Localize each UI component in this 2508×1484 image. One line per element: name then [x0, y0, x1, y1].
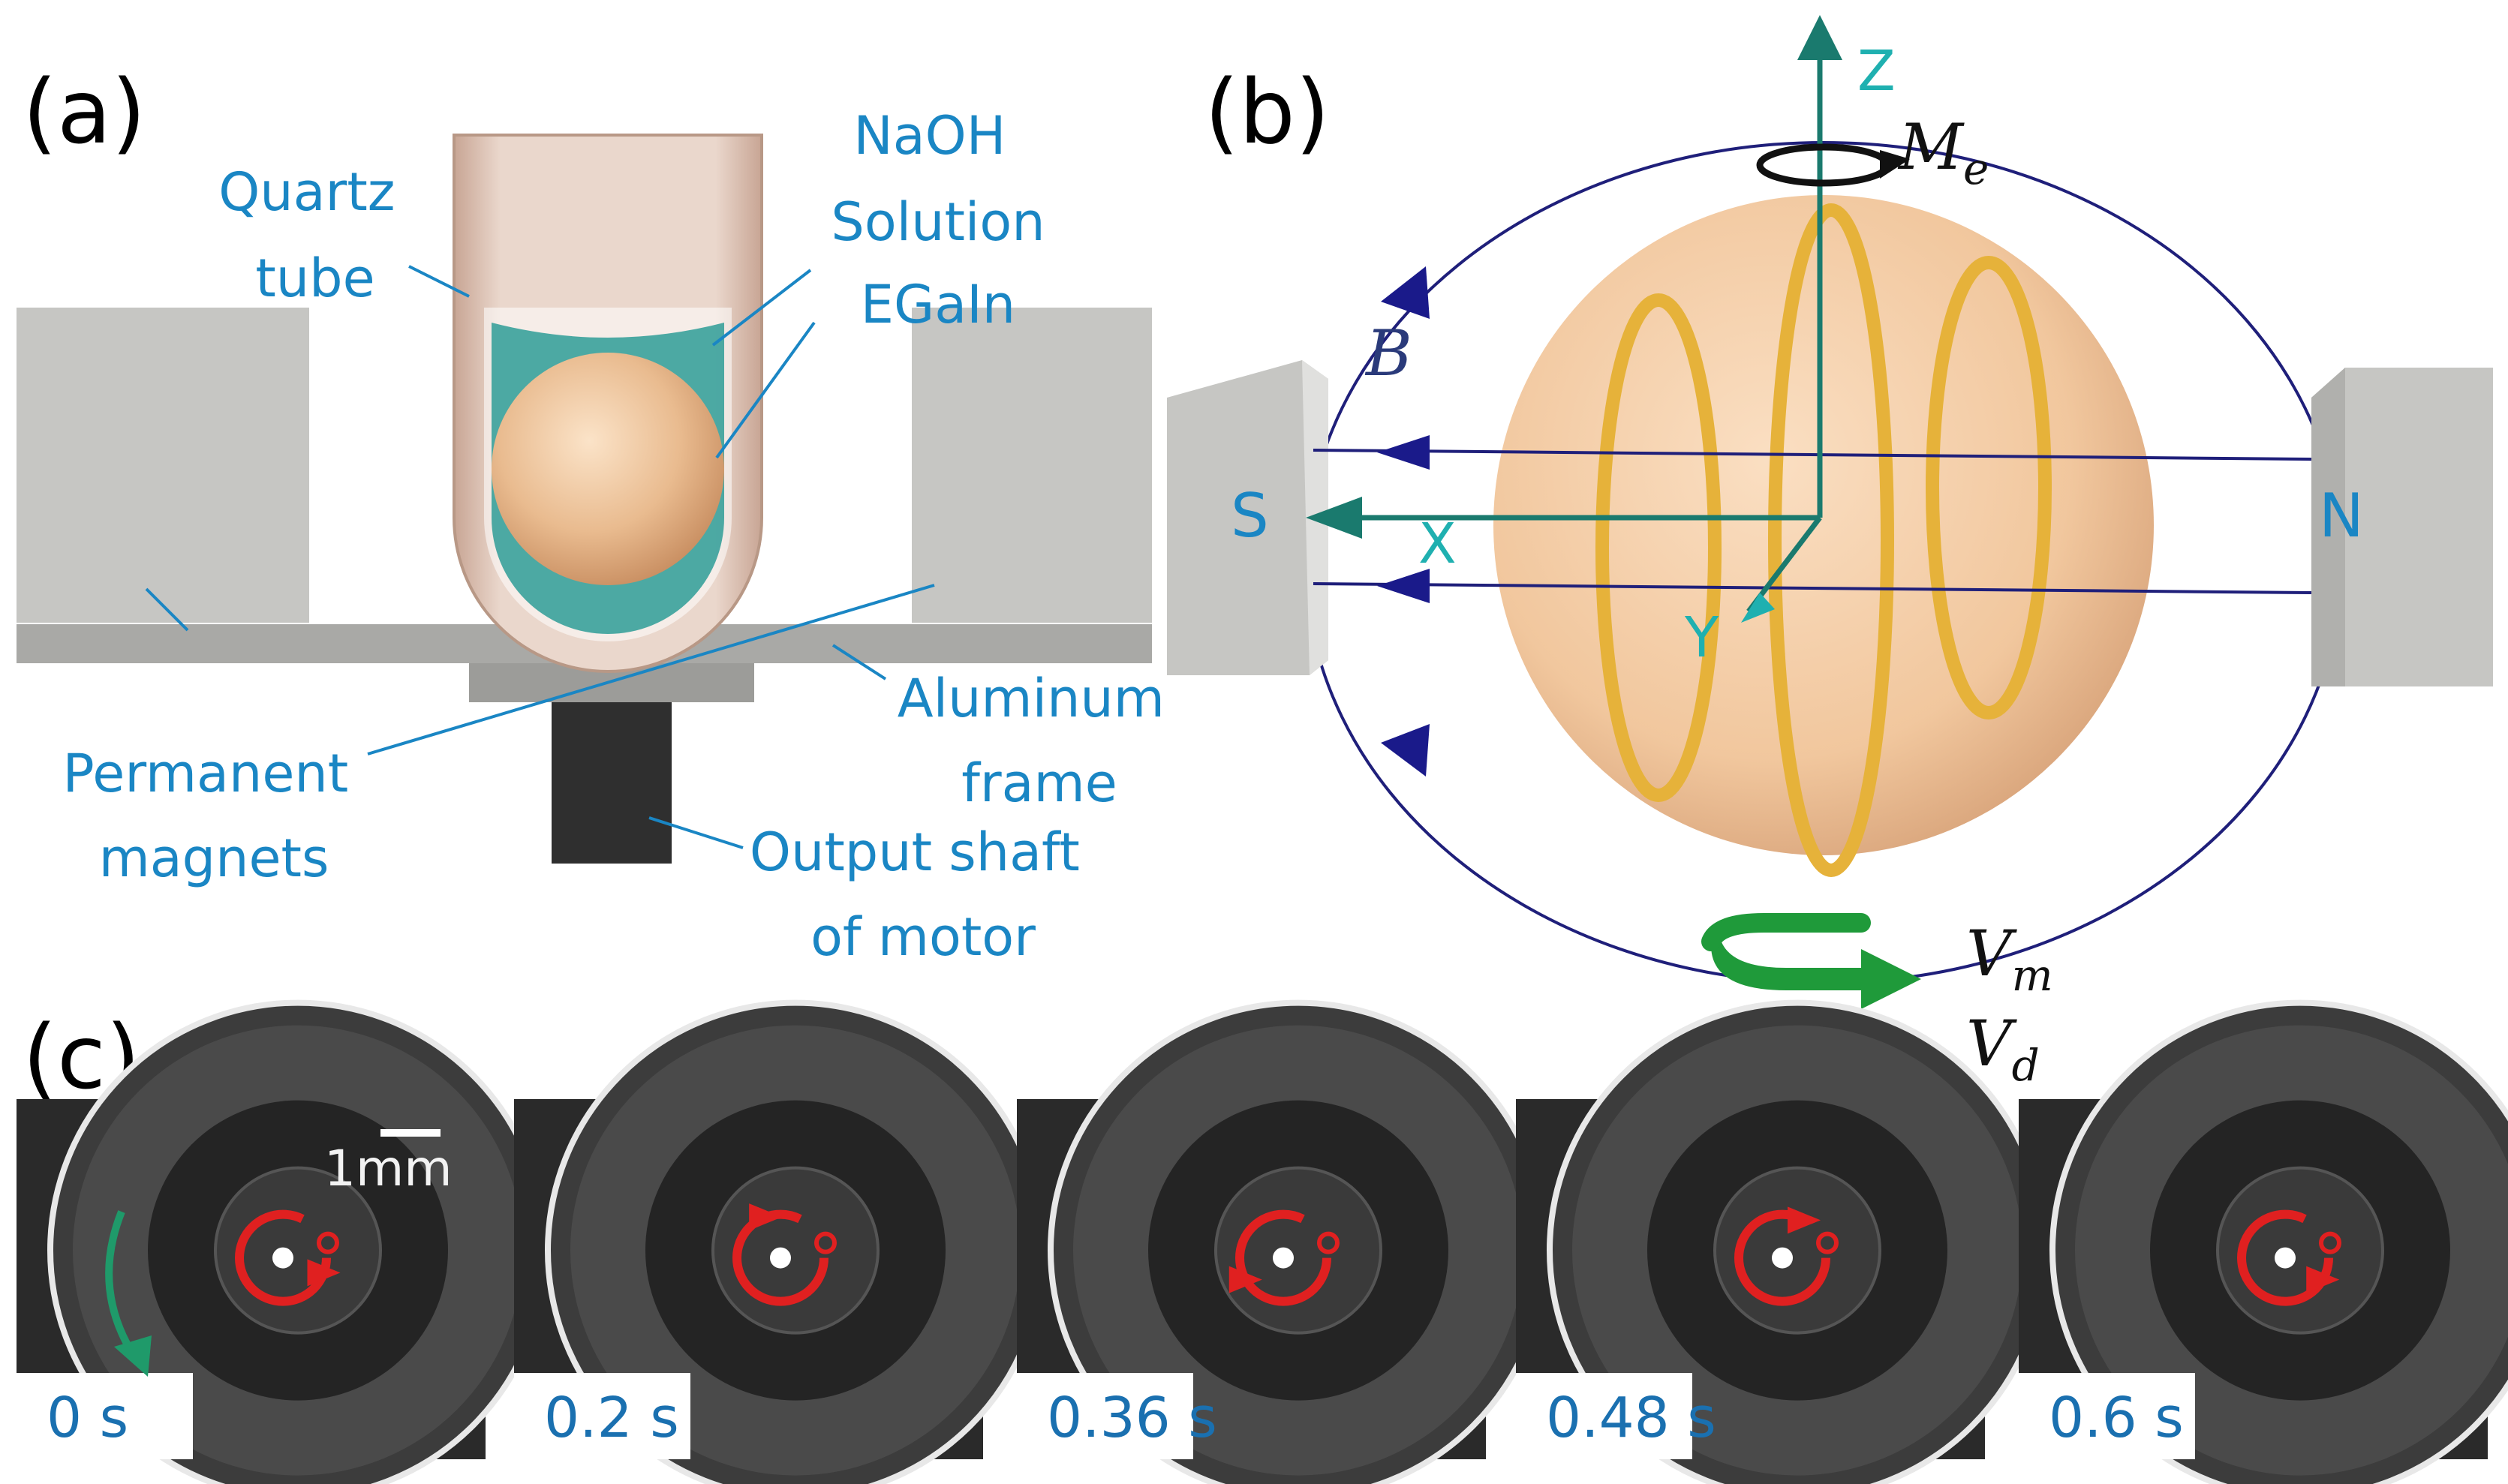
- scale-bar-label: 1mm: [324, 1140, 453, 1197]
- tracking-marker: [1317, 1231, 1340, 1254]
- tracking-marker: [317, 1231, 339, 1254]
- time-label: 0 s: [47, 1386, 128, 1450]
- leader-lines: [145, 265, 935, 849]
- north-pole-label: N: [2319, 481, 2364, 551]
- left-permanent-magnet: [17, 308, 309, 623]
- frame-4: 0.48 s: [1516, 999, 2048, 1484]
- rotation-arrowhead: [749, 1203, 783, 1231]
- time-label: 0.48 s: [1546, 1386, 1716, 1450]
- liquid-metal-sphere: [1493, 195, 2154, 855]
- time-label-box: [2019, 1373, 2195, 1459]
- moment-label: Me: [1897, 110, 1989, 194]
- field-lines-inner: [1313, 449, 2312, 594]
- south-pole-label: S: [1231, 481, 1269, 551]
- frame-2: 0.2 s: [514, 999, 1046, 1484]
- rotation-arrowhead: [2306, 1266, 2340, 1293]
- rotation-indicator: [2237, 1209, 2333, 1306]
- droplet-highlight: [1273, 1247, 1294, 1269]
- rotation-indicator: [732, 1209, 828, 1306]
- field-arrows: [1377, 266, 1430, 777]
- y-axis-label: Y: [1684, 605, 1719, 670]
- permanent-magnets-label: Permanent magnets: [63, 743, 365, 889]
- output-shaft-label: Output shaft of motor: [750, 822, 1096, 968]
- north-pole-face: [2311, 368, 2345, 686]
- tracking-marker: [2319, 1231, 2341, 1254]
- time-label: 0.36 s: [1047, 1386, 1217, 1450]
- frame-1: 0 s 1mm: [17, 999, 549, 1484]
- frame-5: 0.6 s: [2019, 999, 2508, 1484]
- velocity-vm: Vm: [1701, 913, 2053, 1009]
- time-label: 0.2 s: [544, 1386, 679, 1450]
- field-label: B: [1364, 317, 1412, 390]
- rotation-indicator: [1235, 1209, 1331, 1306]
- egain-label: EGaIn: [861, 274, 1015, 335]
- panel-b-label: (b): [1204, 60, 1330, 164]
- droplet-highlight: [770, 1247, 791, 1269]
- panel-a: (a) Quartz tube NaO: [17, 60, 1182, 968]
- time-label-box: [1516, 1373, 1692, 1459]
- time-label: 0.6 s: [2049, 1386, 2184, 1450]
- panel-b: (b): [1167, 15, 2493, 1099]
- rotation-indicator: [235, 1209, 331, 1306]
- droplet-highlight: [2275, 1247, 2296, 1269]
- time-label-box: [514, 1373, 690, 1459]
- x-axis-arrow: [1306, 497, 1362, 539]
- z-axis-label: Z: [1857, 39, 1896, 104]
- north-pole-magnet: [2311, 368, 2493, 686]
- south-pole-magnet: [1167, 360, 1328, 675]
- y-axis-arrow: [1741, 593, 1775, 623]
- tracking-marker: [814, 1231, 837, 1254]
- panel-a-label: (a): [23, 60, 146, 164]
- svg-text:Vd: Vd: [1966, 1007, 2040, 1091]
- naoh-solution-label: NaOH Solution: [831, 105, 1045, 253]
- quartz-tube-label: Quartz tube: [218, 161, 412, 309]
- moment-rotation-ring: [1756, 143, 1891, 187]
- rotation-arrowhead: [1228, 1266, 1262, 1293]
- droplet-highlight: [272, 1247, 293, 1269]
- svg-text:Vm: Vm: [1966, 917, 2053, 1001]
- motor-shaft: [552, 702, 672, 864]
- coils: [1595, 203, 2052, 877]
- motor-rotation-arrow: [105, 1210, 137, 1356]
- time-label-box: [1017, 1373, 1193, 1459]
- tracking-marker: [1816, 1231, 1839, 1254]
- frame-3: 0.36 s: [1017, 999, 1549, 1484]
- image-sequence: 0 s 1mm 0.2 s 0.36 s 0.48 s 0.6 s: [17, 999, 2508, 1484]
- x-axis-label: X: [1418, 512, 1457, 576]
- moment-rotation-arrow: [1880, 150, 1910, 179]
- egain-droplet: [492, 353, 724, 585]
- right-permanent-magnet: [912, 308, 1152, 623]
- aluminum-frame-label: Aluminum frame: [898, 668, 1182, 814]
- z-axis-arrow: [1797, 15, 1842, 60]
- rotation-arrowhead: [307, 1259, 341, 1287]
- time-label-box: [17, 1373, 193, 1459]
- droplet-highlight: [1772, 1247, 1793, 1269]
- rotation-indicator: [1734, 1209, 1830, 1306]
- rotation-arrowhead: [1788, 1206, 1821, 1234]
